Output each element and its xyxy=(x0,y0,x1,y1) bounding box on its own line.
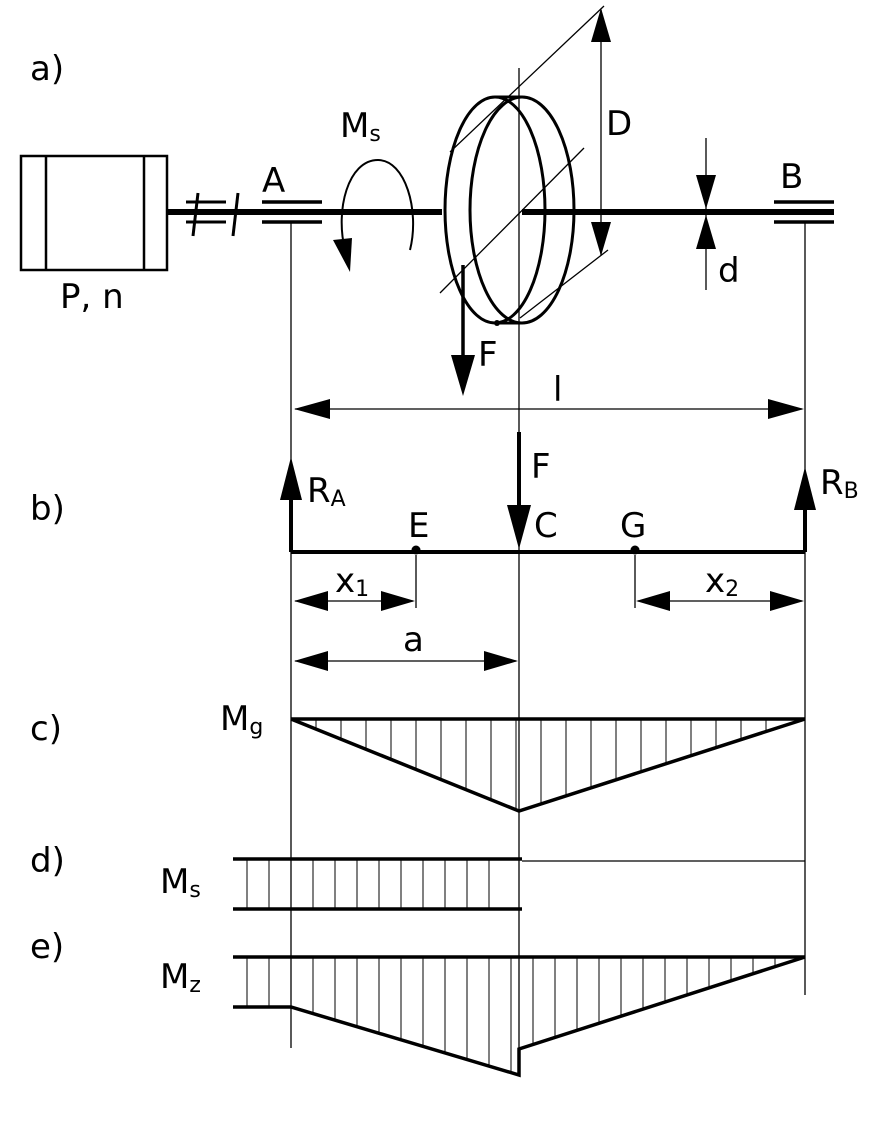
length-dimension xyxy=(294,399,804,419)
length-label: l xyxy=(553,370,562,410)
gear-diameter-label: D xyxy=(606,104,632,144)
bearing-a xyxy=(262,200,322,224)
gear-force-label: F xyxy=(478,335,498,375)
bearing-b xyxy=(774,200,834,224)
torsion-moment-symbol: Ms xyxy=(160,862,201,903)
torque-arrow xyxy=(333,158,415,272)
d-construction-line-top xyxy=(449,5,605,153)
panel-label-d: d) xyxy=(30,841,65,881)
point-e-label: E xyxy=(408,506,429,546)
torsion-moment-hatching xyxy=(246,859,490,909)
point-g-dot xyxy=(630,545,640,555)
shaft-diameter-dimension xyxy=(696,138,716,290)
point-e-dot xyxy=(411,545,421,555)
coupling xyxy=(167,192,240,237)
equivalent-moment-hatching xyxy=(246,957,776,1073)
a-label: a xyxy=(403,620,424,660)
gear-diameter-dimension xyxy=(591,8,611,256)
reaction-a-arrow xyxy=(280,457,302,552)
bending-moment-symbol: Mg xyxy=(220,699,263,740)
d-construction-line-bottom xyxy=(519,249,609,319)
bending-moment-hatching xyxy=(315,719,767,810)
motor-block xyxy=(19,154,169,272)
reaction-b-label: RB xyxy=(820,463,859,504)
torque-symbol: Ms xyxy=(340,106,381,147)
reaction-a-label: RA xyxy=(307,471,346,512)
a-dimension xyxy=(294,651,518,671)
gear-force-arrow xyxy=(451,265,475,396)
point-c-label: C xyxy=(534,506,558,546)
panel-label-b: b) xyxy=(30,489,65,529)
beam-force-arrow xyxy=(507,432,531,549)
panel-label-c: c) xyxy=(30,709,62,749)
equivalent-moment-symbol: Mz xyxy=(160,957,201,998)
point-g-label: G xyxy=(620,506,646,546)
x1-dimension xyxy=(294,555,417,611)
x2-dimension xyxy=(634,555,804,611)
x1-label: x1 xyxy=(335,561,369,602)
motor-label: P, n xyxy=(60,277,124,317)
bearing-a-label: A xyxy=(262,161,285,201)
x2-label: x2 xyxy=(705,561,739,602)
equivalent-moment-diagram xyxy=(233,955,806,1078)
panel-label-a: a) xyxy=(30,49,64,89)
reaction-b-arrow xyxy=(794,467,816,552)
bearing-b-label: B xyxy=(780,157,803,197)
beam-force-label: F xyxy=(531,447,551,487)
shaft-diameter-label: d xyxy=(718,251,740,291)
torsion-moment-diagram xyxy=(233,857,805,911)
bending-moment-diagram xyxy=(290,717,806,813)
panel-label-e: e) xyxy=(30,927,64,967)
